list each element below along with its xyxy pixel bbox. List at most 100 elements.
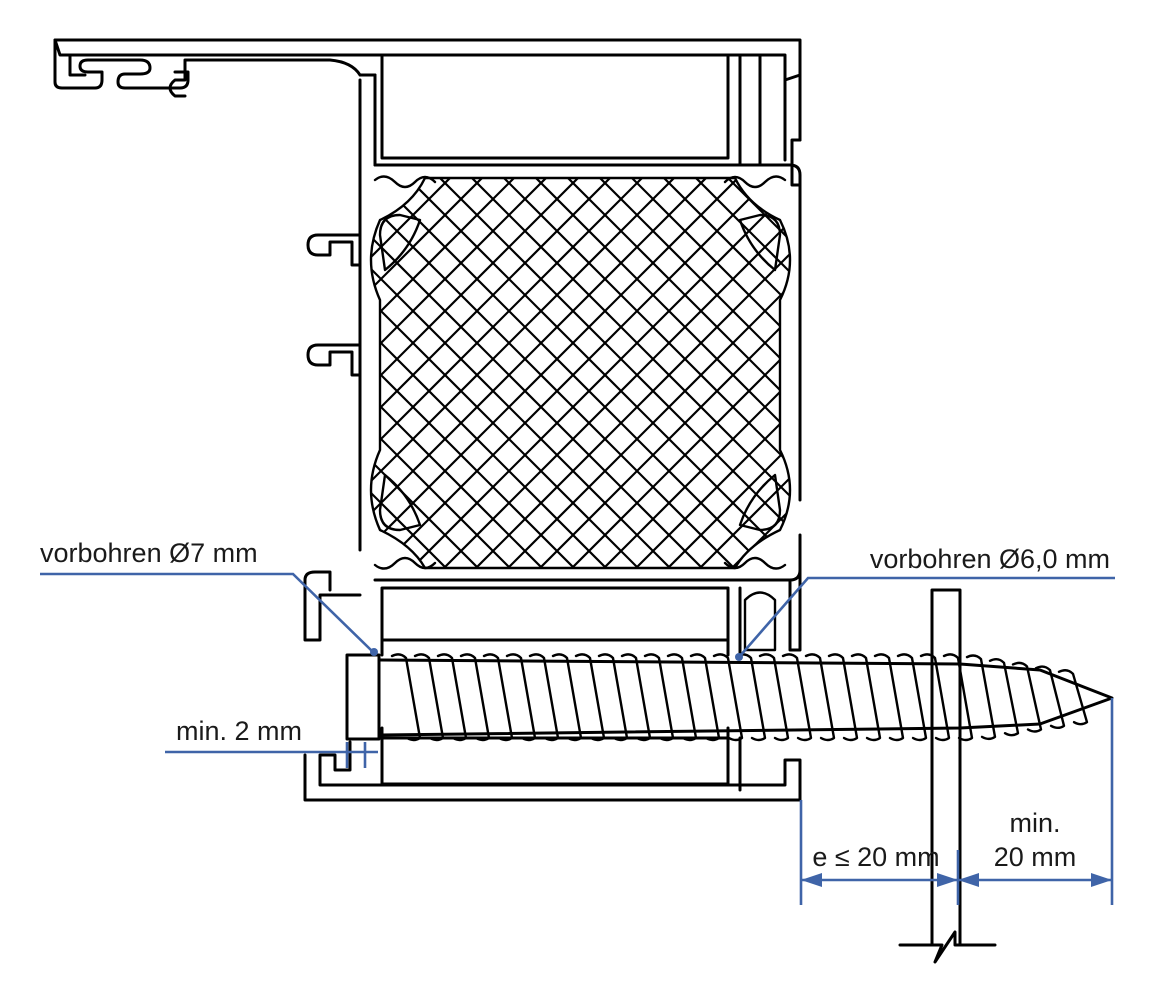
hatch-line xyxy=(667,178,790,568)
thread-turn xyxy=(459,653,491,742)
thread-turn xyxy=(758,653,790,742)
hatch-line xyxy=(0,150,190,600)
top-hook xyxy=(53,38,802,82)
thread-turn xyxy=(551,653,583,742)
hatch-line xyxy=(571,178,790,568)
lobe-lower-right xyxy=(743,591,777,652)
hatch-line xyxy=(371,178,735,568)
thread-turn xyxy=(850,653,882,742)
arrow-e-right xyxy=(937,873,958,887)
hatch-line xyxy=(860,150,1164,600)
hatch-line xyxy=(796,150,1164,600)
hatch-line xyxy=(956,150,1164,600)
hatch-line xyxy=(371,178,671,568)
hatch-line xyxy=(371,178,511,568)
thread-turn xyxy=(919,653,951,742)
hatch-line xyxy=(924,150,1164,600)
hatch-line xyxy=(371,178,543,568)
hatch-line xyxy=(371,178,790,568)
leader-dot-left xyxy=(370,648,378,656)
thread-turn xyxy=(965,654,997,741)
thread-turn xyxy=(643,653,675,742)
thread-turn xyxy=(1057,669,1089,726)
hatch-line xyxy=(371,178,639,568)
hatch-line xyxy=(892,150,1164,600)
hatch-line xyxy=(371,178,703,568)
hatch-line xyxy=(1084,150,1164,600)
hatch-line xyxy=(371,178,383,568)
hatch-line xyxy=(0,150,94,600)
thread-turn xyxy=(896,653,928,742)
hatch-line xyxy=(0,150,126,600)
thread-turn xyxy=(482,653,514,742)
screw-shank-outline xyxy=(378,658,1114,737)
hatch-line xyxy=(0,150,350,600)
hatch-line xyxy=(1052,150,1164,600)
right-groove-lower xyxy=(788,538,802,652)
leader-predrill-left xyxy=(40,572,373,652)
upper-chamber-wall-right xyxy=(738,53,762,167)
insulation-outline xyxy=(369,176,792,570)
dimensions xyxy=(40,572,1115,905)
thread-turn xyxy=(505,653,537,742)
hatch-line xyxy=(603,178,790,568)
thread-turn xyxy=(620,653,652,742)
hatch-line xyxy=(571,178,790,568)
right-wall xyxy=(783,73,802,162)
thread-turn xyxy=(827,653,859,742)
hatch-line xyxy=(0,150,190,600)
label-min-embed-1: min. xyxy=(1009,808,1060,838)
thread-turn xyxy=(988,658,1020,737)
hatch-line xyxy=(1116,150,1164,600)
arrow-embed-right xyxy=(1091,873,1112,887)
hatch-line xyxy=(1116,150,1164,600)
thread-turn xyxy=(436,653,468,742)
left-wall xyxy=(358,73,377,552)
hatch-line xyxy=(699,178,790,568)
lower-chamber-top xyxy=(380,586,730,642)
leader-predrill-right xyxy=(739,576,1115,657)
thread-turn xyxy=(528,653,560,742)
leader-dot-right xyxy=(735,653,743,661)
arrow-embed-left xyxy=(958,873,979,887)
label-dist-e: e ≤ 20 mm xyxy=(812,842,939,872)
hatch-line xyxy=(539,178,790,568)
thread-turn xyxy=(689,653,721,742)
left-clip-lower xyxy=(303,570,362,642)
top-lip-inner xyxy=(68,53,87,77)
hatch-line xyxy=(796,150,1164,600)
hatch-line xyxy=(956,150,1164,600)
hatch-line xyxy=(988,150,1164,600)
hatch-line xyxy=(0,150,158,600)
hatch-line xyxy=(0,150,126,600)
thread-turn xyxy=(666,653,698,742)
hatch-line xyxy=(0,150,62,600)
hatch-line xyxy=(0,150,254,600)
hatch-line xyxy=(731,178,790,568)
hatch-line xyxy=(475,178,790,568)
thread-turn xyxy=(413,653,445,742)
hatch-line xyxy=(924,150,1164,600)
label-min-edge: min. 2 mm xyxy=(176,716,302,746)
left-clip-upper xyxy=(306,233,362,267)
hatch-line xyxy=(0,150,30,600)
thread-turn xyxy=(942,653,974,742)
upper-chamber xyxy=(380,53,730,160)
hatch-line xyxy=(635,178,790,568)
lower-chamber-walls xyxy=(380,586,742,792)
label-min-embed-2: 20 mm xyxy=(994,842,1077,872)
label-predrill-right: vorbohren Ø6,0 mm xyxy=(870,544,1110,574)
thread-turn xyxy=(574,653,606,742)
thread-turn xyxy=(804,653,836,742)
hatch-line xyxy=(667,178,790,568)
plate-break xyxy=(898,930,997,964)
right-groove-upper xyxy=(790,138,802,502)
hatch-line xyxy=(763,178,790,568)
hatch-line xyxy=(731,178,790,568)
thread-turn xyxy=(873,653,905,742)
hatch-line xyxy=(0,150,286,600)
hatch-line xyxy=(1052,150,1164,600)
screw-head xyxy=(345,653,381,741)
thread-turn xyxy=(597,653,629,742)
